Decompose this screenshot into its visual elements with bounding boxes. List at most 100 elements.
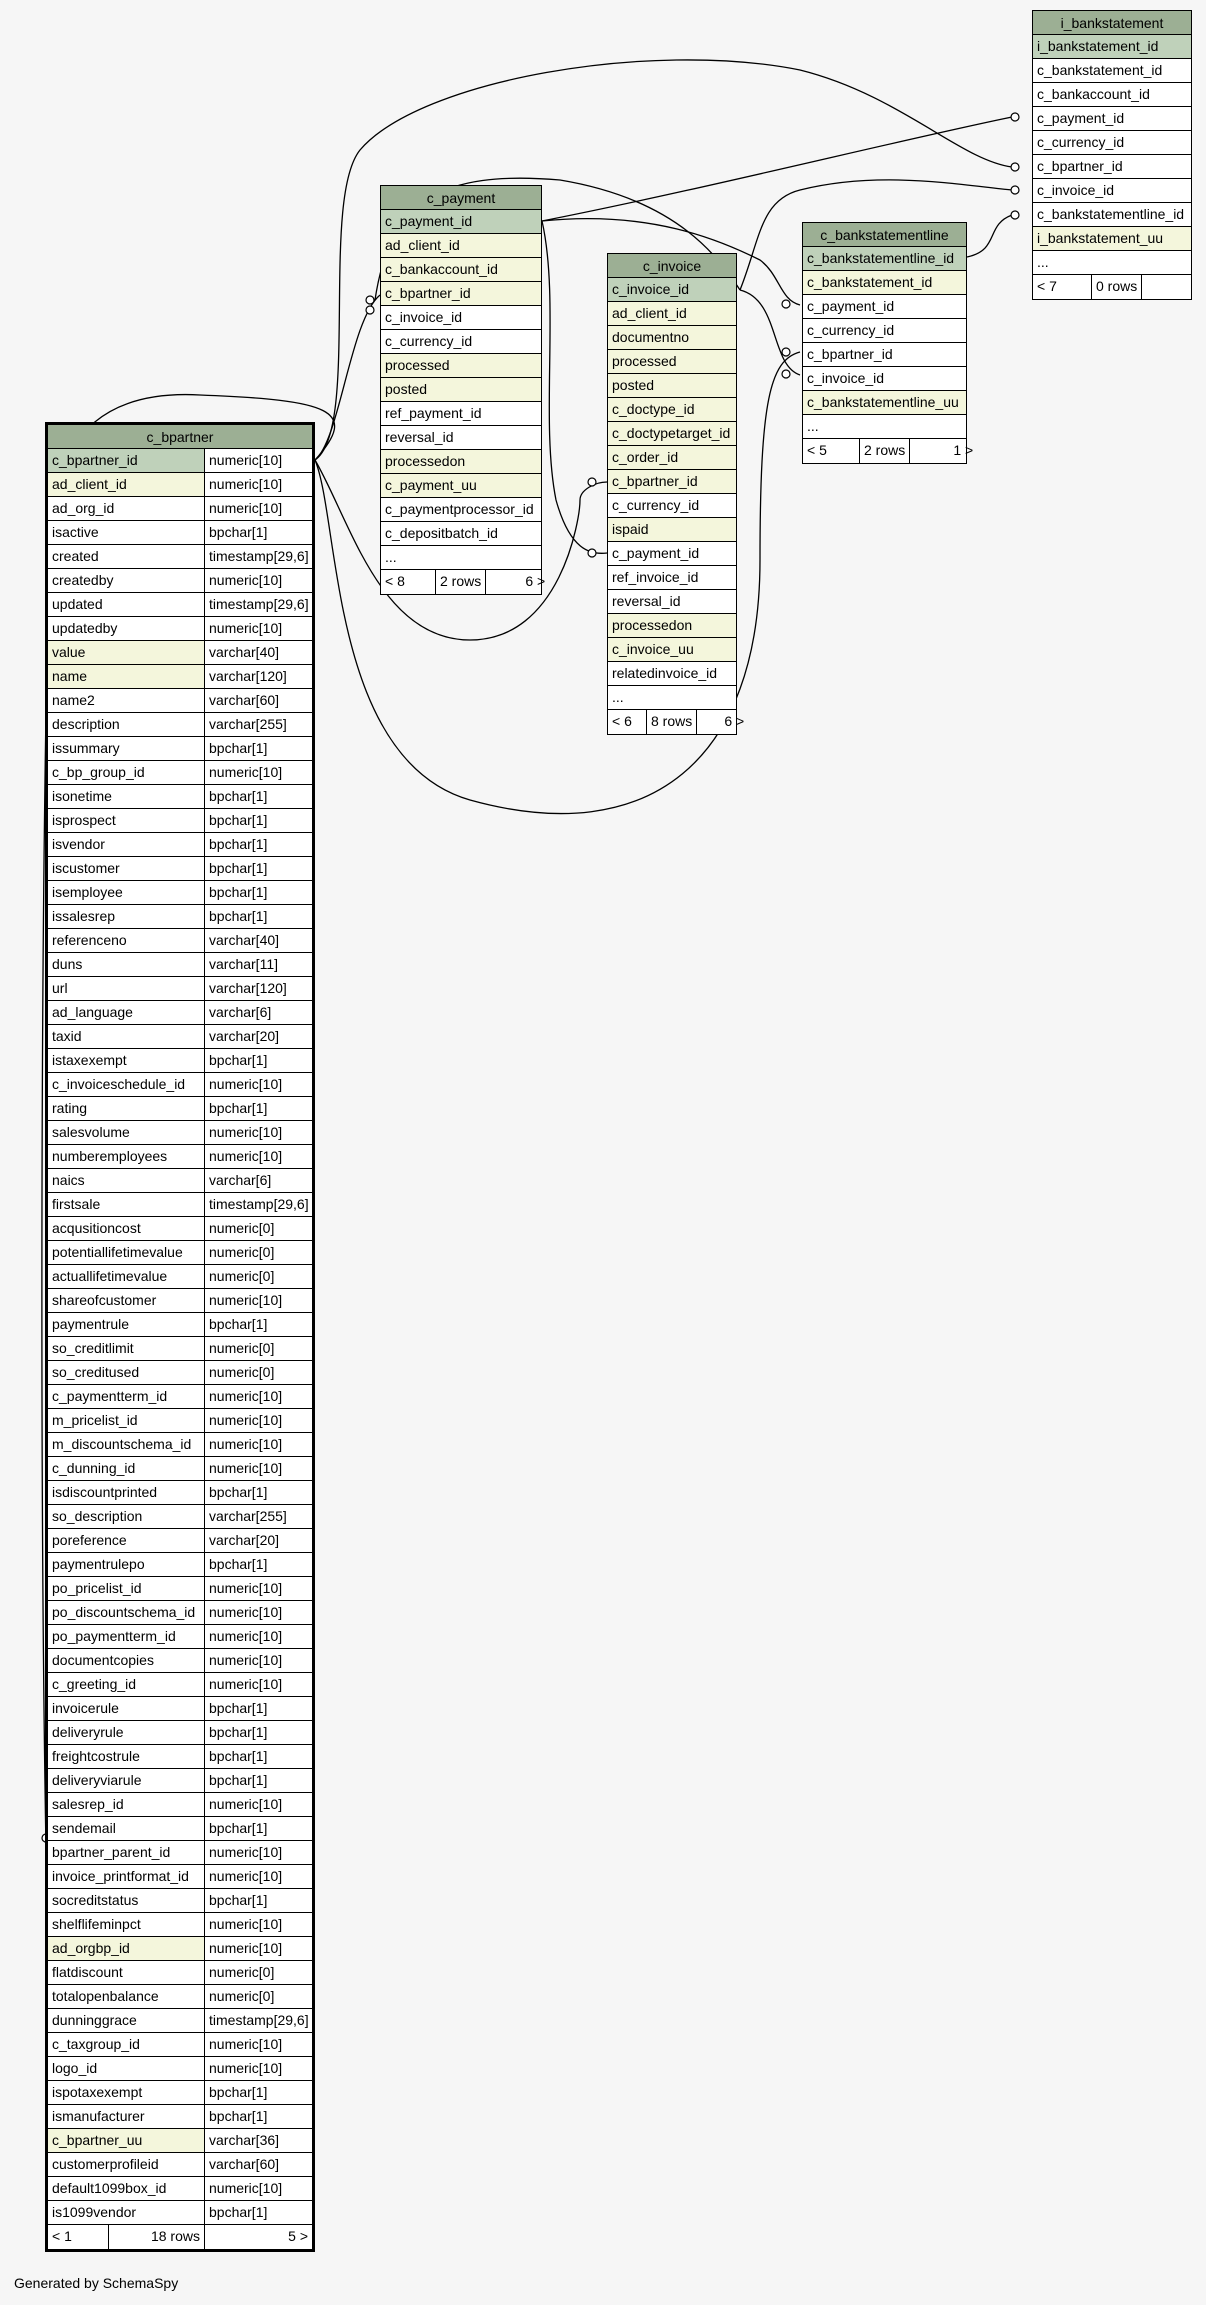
parents-count: < 1 [52,2228,72,2244]
column-row: c_bpartner_id [381,282,541,306]
column-type: numeric[10] [204,1865,312,1888]
column-name: c_bankstatementline_uu [807,394,959,410]
column-name: ... [807,418,819,434]
column-name: po_discountschema_id [52,1604,196,1620]
column-name: bpartner_parent_id [52,1844,171,1860]
column-type: numeric[10] [204,1841,312,1864]
column-name: c_currency_id [807,322,895,338]
column-name: c_invoice_id [1037,182,1115,198]
column-type: numeric[10] [204,1457,312,1480]
column-name: referenceno [52,932,127,948]
column-type: bpchar[1] [204,1745,312,1768]
table-header: c_payment [381,186,541,210]
column-row: c_payment_id [381,210,541,234]
column-type: timestamp[29,6] [204,1193,312,1216]
column-type: numeric[0] [204,1217,312,1240]
column-type: varchar[11] [204,953,312,976]
column-type: bpchar[1] [204,1769,312,1792]
column-type: varchar[60] [204,689,312,712]
column-type: numeric[0] [204,1265,312,1288]
column-name: ad_client_id [385,237,460,253]
table-header: c_bankstatementline [803,223,966,247]
column-name: relatedinvoice_id [612,665,718,681]
column-name: duns [52,956,83,972]
column-name: c_invoiceschedule_id [52,1076,186,1092]
column-type: numeric[10] [204,761,312,784]
column-type: numeric[10] [204,1625,312,1648]
column-row: c_bpartner_id [1033,155,1191,179]
column-name: isonetime [52,788,112,804]
column-name: c_bpartner_id [1037,158,1123,174]
column-row: name2 varchar[60] [48,689,312,713]
column-row: c_currency_id [608,494,736,518]
column-type: bpchar[1] [204,1097,312,1120]
column-name: posted [385,381,428,397]
column-row: documentno [608,326,736,350]
column-name: value [52,644,86,660]
column-type: numeric[10] [204,1793,312,1816]
column-row: c_currency_id [1033,131,1191,155]
column-name: ad_client_id [612,305,687,321]
column-type: numeric[10] [204,2057,312,2080]
column-type: bpchar[1] [204,809,312,832]
column-name: name2 [52,692,95,708]
column-name: so_creditused [52,1364,140,1380]
column-name: deliveryviarule [52,1772,142,1788]
column-name: name [52,668,88,684]
column-type: bpchar[1] [204,1553,312,1576]
column-row: c_invoice_uu [608,638,736,662]
column-row: reversal_id [381,426,541,450]
edge-bpartner-to-ibankstatement [314,59,1013,461]
column-type: timestamp[29,6] [204,545,312,568]
column-row: processedon [381,450,541,474]
table-header: c_invoice [608,254,736,278]
column-row: c_currency_id [381,330,541,354]
column-name: c_invoice_uu [612,641,694,657]
column-type: bpchar[1] [204,785,312,808]
column-name: ismanufacturer [52,2108,145,2124]
column-type: numeric[10] [204,1385,312,1408]
column-row: processed [608,350,736,374]
column-name: invoicerule [52,1700,119,1716]
column-type: bpchar[1] [204,1721,312,1744]
column-name: c_paymentprocessor_id [385,501,534,517]
edge-payment-to-ibankstatement [541,116,1013,222]
column-name: ad_org_id [52,500,115,516]
generated-by-note: Generated by SchemaSpy [14,2275,179,2291]
column-type: varchar[255] [204,1505,312,1528]
column-type: numeric[0] [204,1361,312,1384]
column-type: numeric[10] [204,2033,312,2056]
column-name: iscustomer [52,860,120,876]
column-row: c_payment_id [608,542,736,566]
column-name: dunninggrace [52,2012,137,2028]
column-row: c_bankaccount_id [1033,83,1191,107]
column-type: bpchar[1] [204,2081,312,2104]
